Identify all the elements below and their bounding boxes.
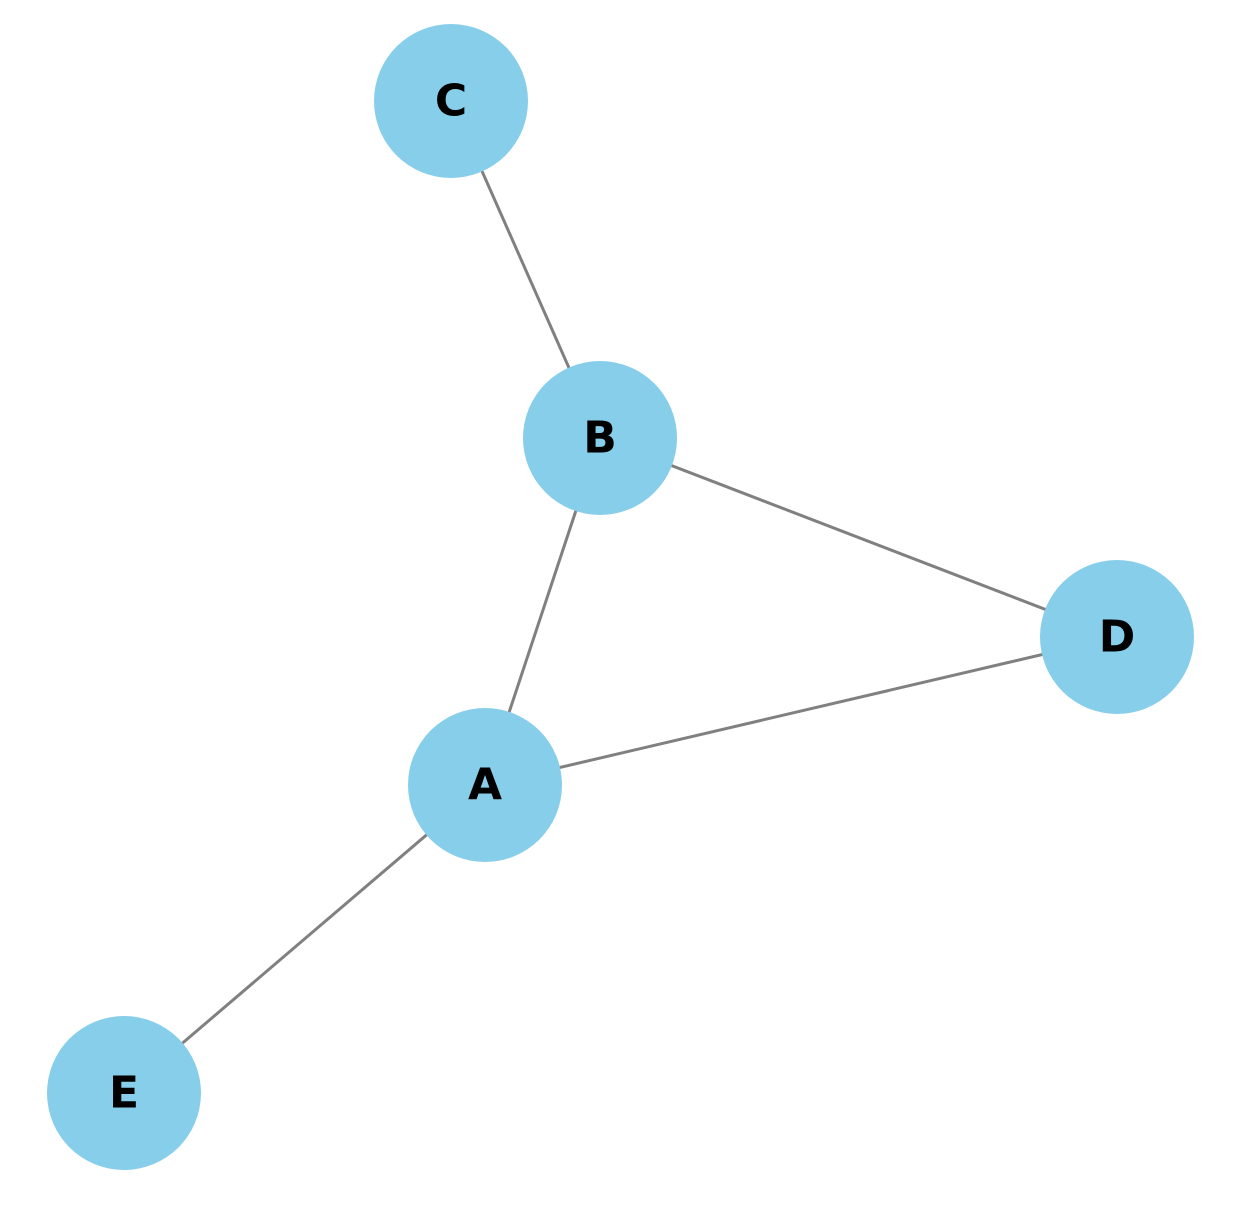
nodes-layer: A B C D E [47,24,1194,1170]
edge-B-D [599,436,1118,639]
edges-layer [123,100,1118,1095]
node-circle-E [47,1016,201,1170]
node-circle-A [408,708,562,862]
edge-A-E [123,783,486,1095]
node-D: D [1040,560,1194,714]
edge-A-D [484,635,1118,787]
node-circle-B [523,361,677,515]
node-circle-D [1040,560,1194,714]
node-E: E [47,1016,201,1170]
node-A: A [408,708,562,862]
node-B: B [523,361,677,515]
node-C: C [374,24,528,178]
node-circle-C [374,24,528,178]
